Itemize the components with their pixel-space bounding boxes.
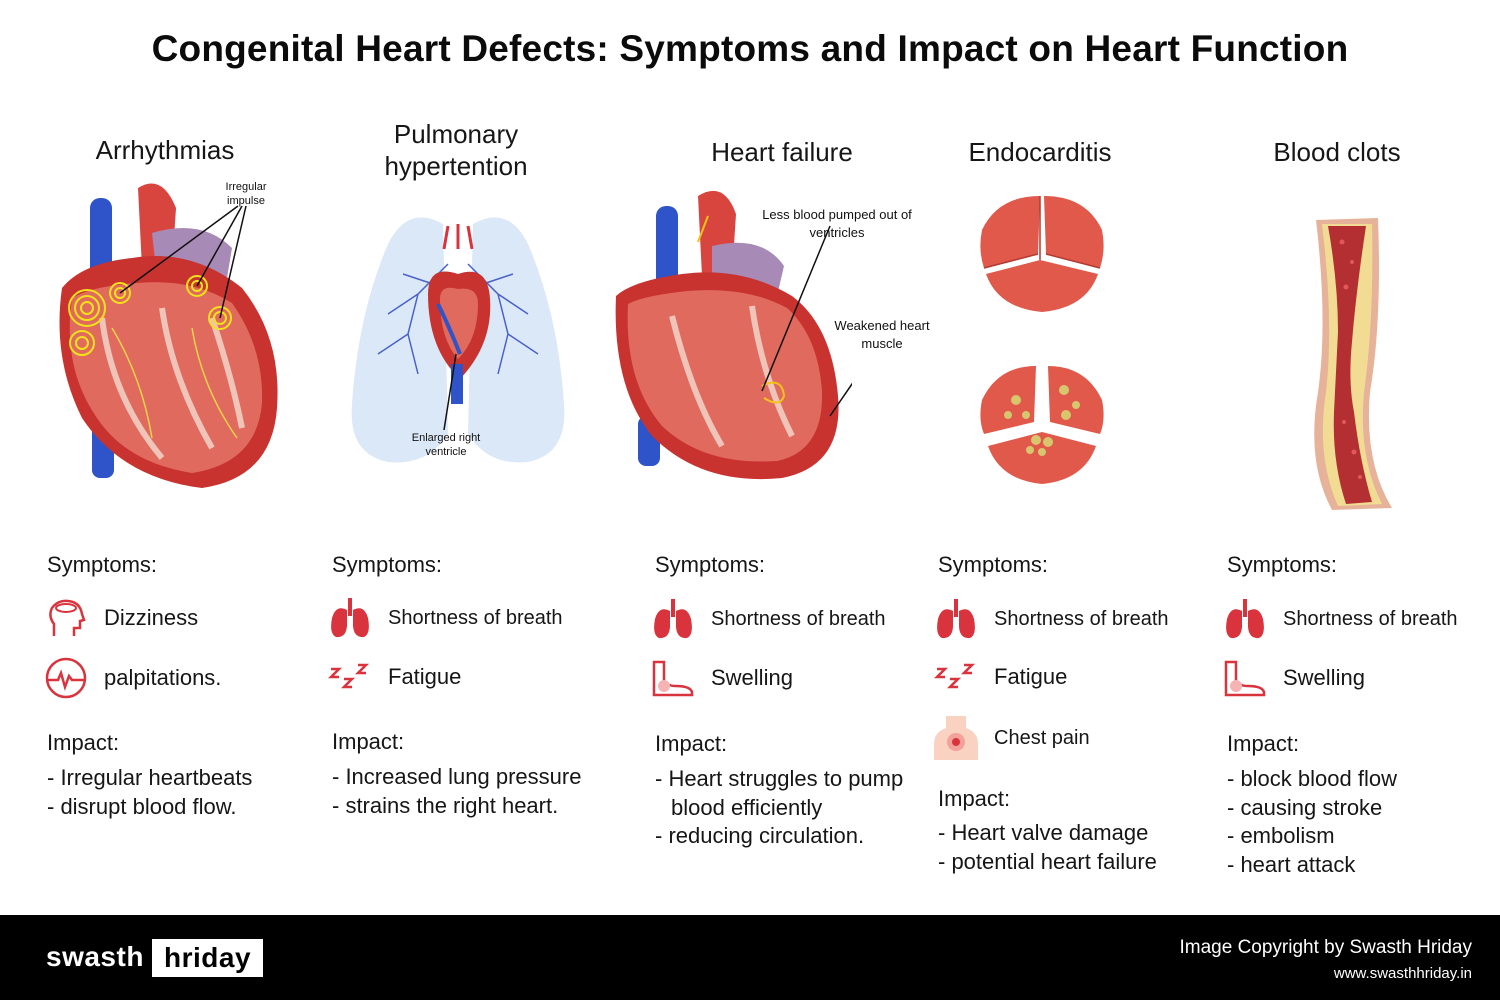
swollen-foot-icon [1221,654,1269,702]
heart-pulse-icon [42,654,90,702]
column-blood-clots: Blood clots Symptoms: Shortness of breat… [1210,0,1500,915]
impact-list: - Heart valve damage - potential heart f… [938,819,1208,876]
fatigue-zzz-icon [932,653,980,701]
impact-list: - block blood flow - causing stroke - em… [1227,765,1487,879]
symptoms-label: Symptoms: [1227,552,1338,577]
impact-item: - causing stroke [1227,794,1383,820]
impact-item: - potential heart failure [938,848,1157,874]
impact-list: - Increased lung pressure - strains the … [332,763,592,820]
symptom-text: Shortness of breath [1283,607,1458,630]
lungs-icon [1221,595,1269,643]
callout-irregular-impulse: Irregular impulse [225,181,267,207]
symptom-item: Shortness of breath [649,595,886,643]
heart-arrhythmia-illustration [59,183,278,488]
symptom-text: Shortness of breath [388,606,563,629]
symptom-text: Chest pain [994,726,1090,749]
column-title: Arrhythmias [95,135,235,165]
lungs-heart-illustration [351,217,565,463]
impact-item: - strains the right heart. [332,792,559,818]
heart-failure-illustration [615,190,852,480]
impact-item: - Irregular heartbeats [47,765,253,790]
impact-item: - embolism [1227,823,1335,848]
impact-item: - Heart struggles to pump blood efficien… [655,766,904,820]
column-title: Heart failure [711,137,853,167]
column-title: Blood clots [1273,137,1401,167]
valve-infected-illustration [980,366,1104,484]
impact-item: - heart attack [1227,851,1356,877]
symptoms-label: Symptoms: [332,552,443,577]
symptoms-label: Symptoms: [47,552,158,577]
symptom-item: Shortness of breath [326,594,563,642]
symptom-item: Shortness of breath [1221,595,1458,643]
symptom-text: Swelling [1283,665,1365,690]
impact-list: - Irregular heartbeats - disrupt blood f… [47,764,307,821]
impact-item: - reducing circulation. [655,823,865,848]
symptom-text: Swelling [711,665,793,690]
symptom-text: Shortness of breath [994,607,1169,630]
symptom-text: Dizziness [104,605,199,630]
callout-enlarged-right-ventricle: Enlarged right ventricle [411,432,481,458]
page-title: Congenital Heart Defects: Symptoms and I… [151,28,1349,69]
symptom-item: Chest pain [932,714,1090,762]
column-title: Pulmonary hypertention [384,119,528,181]
head-dizziness-icon [42,594,90,642]
symptom-item: Swelling [649,654,793,702]
impact-label: Impact: [938,786,1011,811]
symptom-text: Fatigue [994,664,1068,689]
column-arrhythmias: Arrhythmias Irregular impulse Symptoms: … [30,0,300,915]
impact-label: Impact: [47,730,120,755]
logo-text-swasth: swasth [46,941,144,972]
symptom-item: Dizziness [42,594,198,642]
symptoms-label: Symptoms: [655,552,766,577]
callout-less-blood-pumped: Less blood pumped out of ventricles [762,207,912,240]
swollen-foot-icon [649,654,697,702]
impact-item: - Heart valve damage [938,820,1149,845]
impact-label: Impact: [332,729,405,754]
symptom-item: Fatigue [932,653,1067,701]
website-link[interactable]: www.swasthhriday.in [1333,965,1472,982]
lungs-icon [326,594,374,642]
symptom-item: Swelling [1221,654,1365,702]
symptom-item: palpitations. [42,654,221,702]
valve-healthy-illustration [980,196,1104,312]
column-endocarditis: Endocarditis Symptoms: Shortness of brea… [920,0,1210,915]
lungs-icon [932,595,980,643]
symptoms-label: Symptoms: [938,552,1049,577]
impact-item: - disrupt blood flow. [47,793,237,819]
symptom-text: Shortness of breath [711,607,886,630]
impact-label: Impact: [655,731,728,756]
column-heart-failure: Heart failure Less blood pumped out of v… [612,0,930,915]
fatigue-zzz-icon [326,653,374,701]
symptom-item: Fatigue [326,653,461,701]
column-pulmonary-hypertention: Pulmonary hypertention Enlarged right ve… [320,0,592,915]
column-title: Endocarditis [968,137,1112,167]
logo-text-hriday: hriday [152,939,264,977]
copyright-text: Image Copyright by Swasth Hriday [1179,937,1472,958]
callout-weakened-heart-muscle: Weakened heart muscle [834,318,930,351]
impact-item: - block blood flow [1227,766,1397,791]
lungs-icon [649,595,697,643]
symptom-item: Shortness of breath [932,595,1169,643]
artery-clot-illustration [1314,218,1392,510]
symptom-text: palpitations. [104,665,222,690]
symptom-text: Fatigue [388,664,462,689]
chest-pain-icon [932,714,980,762]
impact-label: Impact: [1227,731,1300,756]
impact-item: - Increased lung pressure [332,764,582,789]
footer-bar: swasth hriday Image Copyright by Swasth … [0,915,1500,1000]
impact-list: - Heart struggles to pump blood efficien… [655,765,905,851]
